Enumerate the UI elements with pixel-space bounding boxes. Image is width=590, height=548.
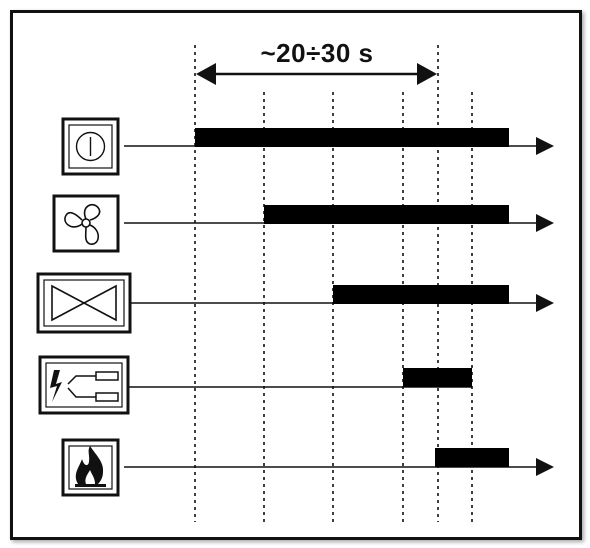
timeline-valve [130,285,554,312]
ignition-electrodes-icon [38,355,130,415]
bar-flame [435,448,509,467]
duration-label: ~20÷30 s [260,38,374,68]
timeline-fan [124,205,554,232]
fan-icon [52,194,120,253]
bar-power [195,128,509,147]
time-markers [194,45,473,522]
timeline-ignition [128,368,472,388]
timeline-power [124,128,554,155]
bar-ignition [403,368,472,387]
valve-icon [36,272,132,334]
flame-icon [61,438,120,497]
timeline-flame [124,448,554,476]
power-switch-icon [61,117,120,176]
duration-arrow [196,63,437,85]
bar-fan [264,205,509,224]
diagram-frame [10,10,582,540]
bar-valve [333,285,509,304]
